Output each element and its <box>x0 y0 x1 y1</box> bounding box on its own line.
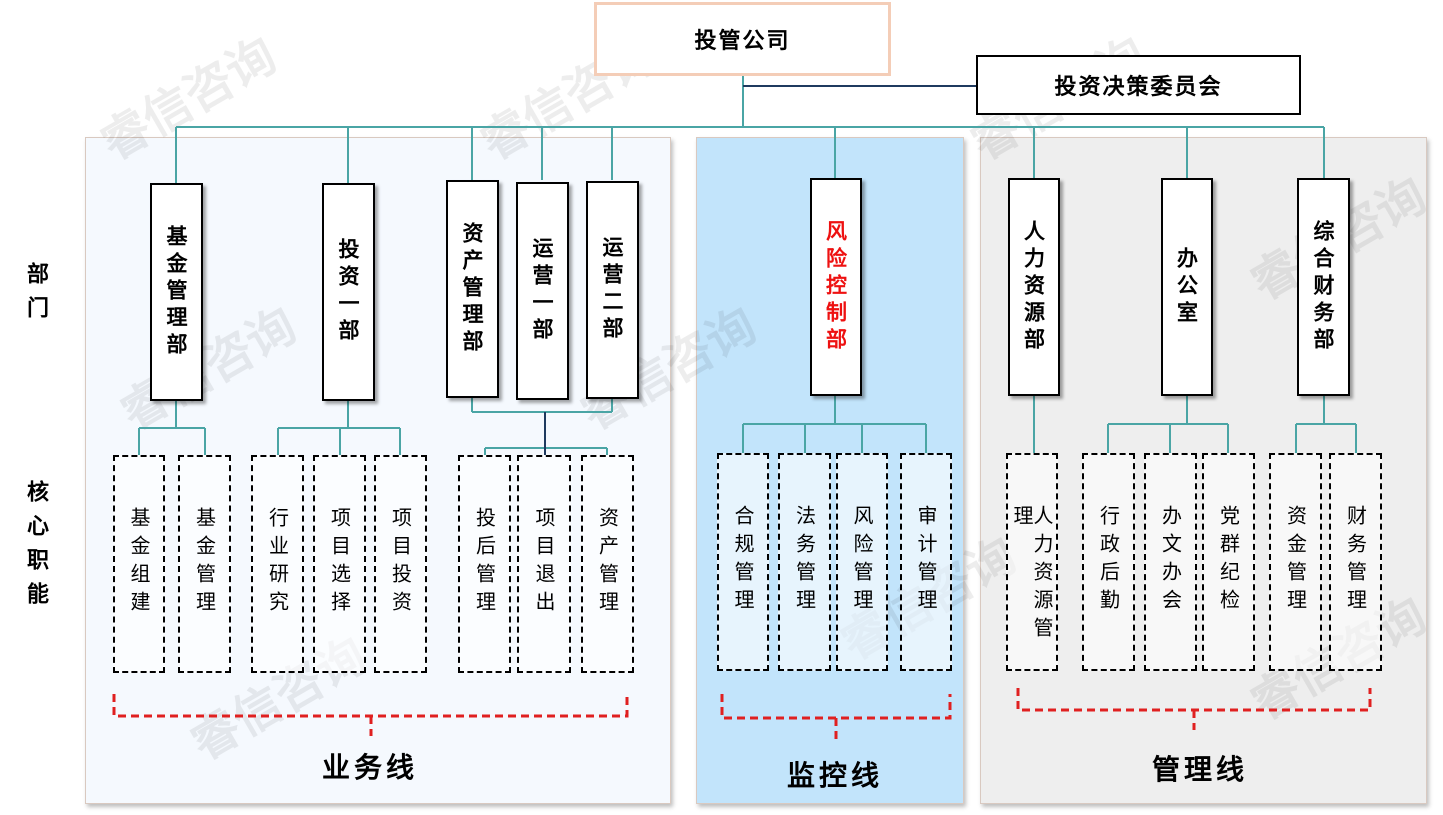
function-label: 行业研究 <box>265 507 290 619</box>
function-label: 财务管理 <box>1343 505 1368 617</box>
function-label: 党群纪检 <box>1216 505 1241 617</box>
department-box: 运营一部 <box>516 182 569 400</box>
function-box: 法务管理 <box>778 453 831 671</box>
side-label-departments: 部门 <box>23 262 49 330</box>
function-box: 行政后勤 <box>1082 453 1135 671</box>
department-label: 投资一部 <box>336 238 361 346</box>
function-label: 项目投资 <box>388 507 413 619</box>
function-box: 行业研究 <box>251 455 304 673</box>
function-label: 基金组建 <box>127 507 151 619</box>
side-label-core-functions: 核心职能 <box>23 480 49 616</box>
department-box: 运营二部 <box>586 181 639 399</box>
department-label: 风险控制部 <box>823 219 849 355</box>
department-label: 基金管理部 <box>164 224 189 360</box>
function-box: 项目投资 <box>374 455 427 673</box>
management-line-label: 管理线 <box>1151 753 1248 786</box>
function-label: 办文办会 <box>1158 505 1183 617</box>
department-box: 办公室 <box>1161 178 1213 396</box>
function-label: 资产管理 <box>595 507 620 619</box>
company-box: 投管公司 <box>594 2 891 76</box>
function-box: 项目选择 <box>313 455 366 673</box>
function-label: 投后管理 <box>472 507 497 619</box>
department-box: 综合财务部 <box>1297 178 1350 396</box>
function-box: 人力资源管理 <box>1006 453 1058 671</box>
department-box-highlighted: 风险控制部 <box>810 178 862 396</box>
function-box: 党群纪检 <box>1202 453 1255 671</box>
function-label: 合规管理 <box>731 505 755 617</box>
function-label: 项目选择 <box>327 507 352 619</box>
function-box: 投后管理 <box>458 455 511 673</box>
function-label: 项目退出 <box>532 507 556 619</box>
function-label: 风险管理 <box>850 505 874 617</box>
department-box: 资产管理部 <box>446 180 499 398</box>
function-label: 人力资源管理 <box>1010 505 1054 645</box>
company-label: 投管公司 <box>694 28 791 54</box>
function-label: 法务管理 <box>792 505 817 617</box>
function-label: 资金管理 <box>1283 505 1308 617</box>
function-box: 基金组建 <box>113 455 165 673</box>
function-box: 风险管理 <box>836 453 888 671</box>
function-label: 行政后勤 <box>1096 505 1121 617</box>
function-box: 审计管理 <box>900 453 952 671</box>
function-box: 资金管理 <box>1269 453 1322 671</box>
department-label: 运营二部 <box>600 236 625 344</box>
monitoring-line-label: 监控线 <box>786 759 883 792</box>
department-box: 人力资源部 <box>1008 178 1060 396</box>
function-box: 资产管理 <box>581 455 634 673</box>
business-line-label: 业务线 <box>321 751 418 784</box>
department-label: 办公室 <box>1174 246 1200 328</box>
function-box: 财务管理 <box>1329 453 1382 671</box>
committee-label: 投资决策委员会 <box>1054 74 1223 100</box>
function-box: 办文办会 <box>1144 453 1197 671</box>
department-label: 综合财务部 <box>1311 219 1336 355</box>
department-label: 人力资源部 <box>1021 219 1047 355</box>
committee-box: 投资决策委员会 <box>976 55 1301 115</box>
function-box: 合规管理 <box>717 453 769 671</box>
function-label: 基金管理 <box>192 507 217 619</box>
department-box: 投资一部 <box>322 183 375 401</box>
function-box: 项目退出 <box>517 455 571 673</box>
department-label: 资产管理部 <box>460 221 485 357</box>
function-label: 审计管理 <box>914 505 938 617</box>
function-box: 基金管理 <box>178 455 231 673</box>
department-label: 运营一部 <box>530 237 555 345</box>
department-box: 基金管理部 <box>150 183 203 401</box>
